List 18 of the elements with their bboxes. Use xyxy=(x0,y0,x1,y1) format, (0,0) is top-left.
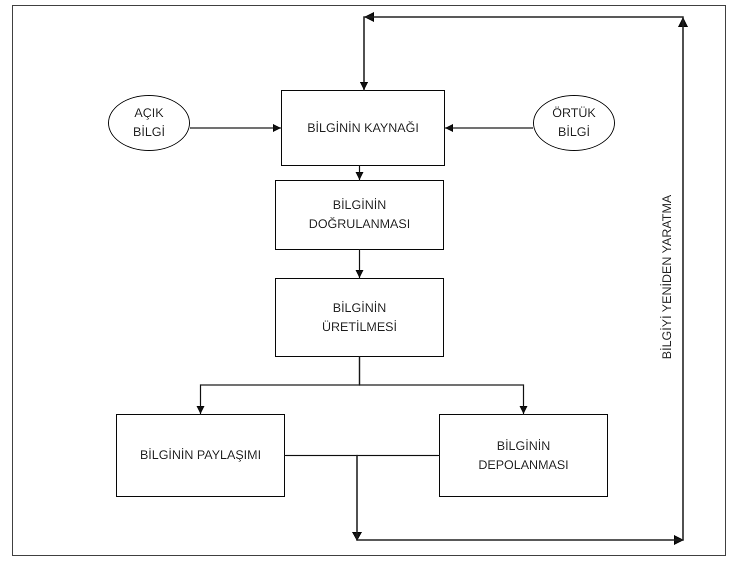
process-box xyxy=(116,414,285,497)
node-label: BİLGİNİN DEPOLANMASI xyxy=(477,438,570,474)
arrow xyxy=(356,166,364,180)
node-label: AÇIK BİLGİ xyxy=(132,105,166,141)
arrow xyxy=(356,250,364,278)
node-label: BİLGİNİN KAYNAĞI xyxy=(307,120,419,137)
edge-label: BİLGİYİ YENİDEN YARATMA xyxy=(660,194,674,360)
process-box xyxy=(275,278,444,357)
node-label: BİLGİNİN PAYLAŞIMI xyxy=(140,447,262,464)
arrow xyxy=(445,124,533,132)
node-label: ÖRTÜK BİLGİ xyxy=(551,105,597,141)
arrow xyxy=(358,357,528,414)
process-box xyxy=(281,90,445,166)
process-box xyxy=(439,414,608,497)
arrow xyxy=(190,124,281,132)
node-label: BİLGİNİN ÜRETİLMESİ xyxy=(320,300,398,336)
process-box xyxy=(275,180,444,250)
node-label: BİLGİNİN DOĞRULANMASI xyxy=(308,197,412,233)
